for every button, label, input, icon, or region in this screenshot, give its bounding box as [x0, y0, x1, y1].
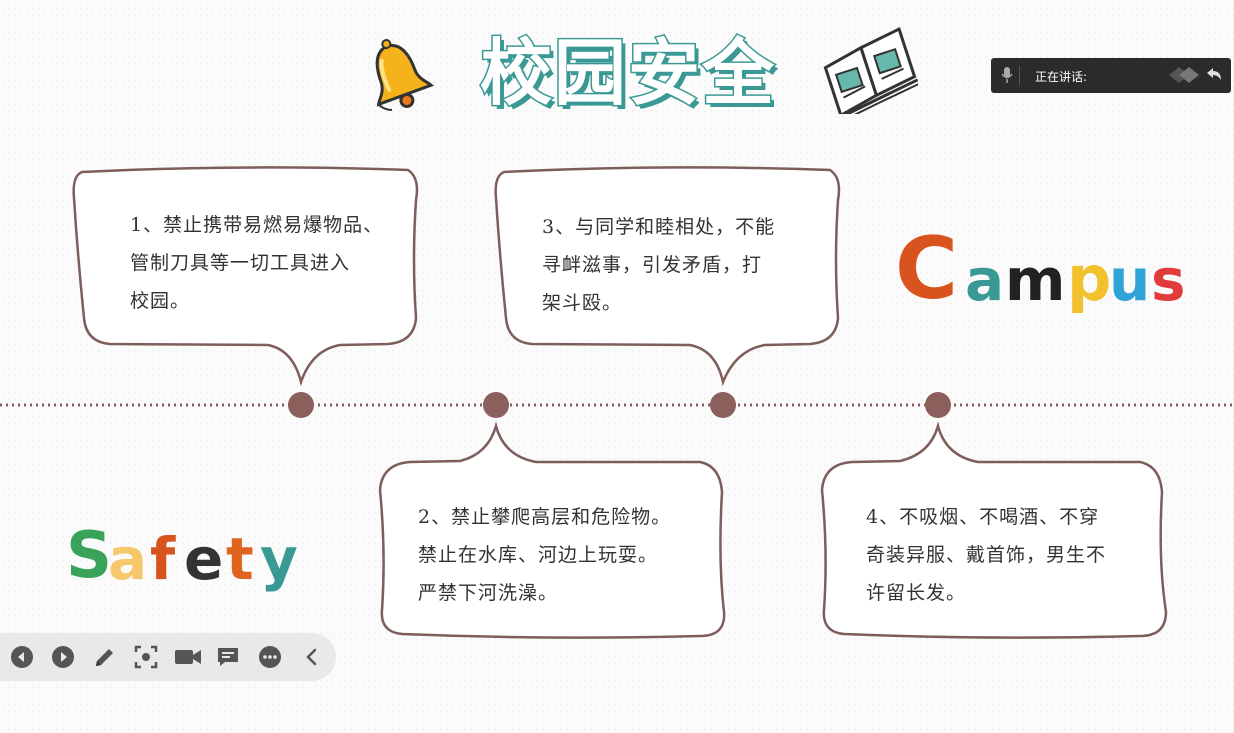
- svg-text:e: e: [184, 525, 223, 593]
- bubble-4-outline: [820, 421, 1168, 639]
- speaking-label: 正在讲话:: [1035, 70, 1088, 84]
- svg-text:u: u: [1109, 246, 1150, 314]
- bubble-4-text: 4、不吸烟、不喝酒、不穿 奇装异服、戴首饰，男生不 许留长发。: [866, 498, 1106, 612]
- mic-icon[interactable]: [1001, 67, 1013, 83]
- svg-text:S: S: [66, 519, 112, 593]
- safety-letter-y: y: [260, 525, 298, 593]
- safety-letter-a: a: [108, 525, 147, 593]
- safety-letter-t: t: [226, 525, 254, 593]
- bubble-3-outline: [494, 166, 841, 387]
- campus-letter-c: C: [895, 220, 958, 319]
- bubble-3-line: 架斗殴。: [542, 292, 623, 314]
- book-icon: [823, 26, 918, 114]
- speaking-indicator: 正在讲话:: [991, 58, 1231, 93]
- timeline-dot-3: [710, 392, 736, 418]
- svg-text:p: p: [1067, 242, 1111, 315]
- undo-icon[interactable]: [1205, 66, 1223, 84]
- timeline-dot-4: [925, 392, 951, 418]
- bubble-3-line: 寻衅滋事，引发矛盾，打: [542, 254, 763, 276]
- bubble-4-line: 奇装异服、戴首饰，男生不: [866, 544, 1107, 566]
- bubble-2-line: 禁止在水库、河边上玩耍。: [418, 544, 659, 566]
- bubble-2-line: 2、禁止攀爬高层和危险物。: [418, 506, 672, 528]
- campus-letter-p: p: [1067, 242, 1111, 315]
- pen-icon[interactable]: [93, 645, 117, 669]
- svg-text:m: m: [1005, 246, 1065, 314]
- bubble-1-line: 管制刀具等一切工具进入: [130, 252, 351, 274]
- bell-icon: [375, 39, 434, 111]
- campus-letter-a: a: [965, 246, 1004, 314]
- next-icon[interactable]: [51, 645, 75, 669]
- svg-text:f: f: [150, 525, 176, 593]
- bubble-1-outline: [72, 166, 419, 387]
- more-icon[interactable]: [258, 645, 282, 669]
- bubble-2-line: 严禁下河洗澡。: [418, 582, 559, 604]
- bubble-4-line: 许留长发。: [866, 582, 967, 604]
- prev-icon[interactable]: [10, 645, 34, 669]
- collapse-icon[interactable]: [300, 645, 324, 669]
- svg-text:C: C: [895, 220, 958, 319]
- campus-letter-s: s: [1151, 246, 1186, 314]
- svg-text:a: a: [108, 525, 147, 593]
- presentation-toolbar: [0, 633, 336, 681]
- speaking-divider: [1019, 66, 1020, 85]
- campus-letter-u: u: [1109, 246, 1150, 314]
- speaker-avatars-icon: [1169, 67, 1199, 83]
- comment-icon[interactable]: [216, 645, 240, 669]
- bubble-4-line: 4、不吸烟、不喝酒、不穿: [866, 506, 1100, 528]
- bubble-2-outline: [378, 421, 726, 639]
- svg-text:a: a: [965, 246, 1004, 314]
- svg-text:t: t: [226, 525, 254, 593]
- bubble-3-text: 3、与同学和睦相处，不能 寻衅滋事，引发矛盾，打 架斗殴。: [542, 208, 775, 322]
- campus-letter-m: m: [1005, 246, 1065, 314]
- screenshot-icon[interactable]: [134, 645, 158, 669]
- svg-text:y: y: [260, 525, 298, 593]
- safety-letter-s: S: [66, 519, 112, 593]
- timeline-dot-2: [483, 392, 509, 418]
- bubble-1-line: 校园。: [130, 290, 191, 312]
- campus-word: C a m p u s: [895, 220, 1186, 319]
- safety-letter-f: f: [150, 525, 176, 593]
- safety-letter-e: e: [184, 525, 223, 593]
- slide-title: 校园安全: [479, 29, 777, 117]
- camera-icon[interactable]: [174, 645, 202, 669]
- bubble-1-line: 1、禁止携带易燃易爆物品、: [130, 214, 384, 236]
- safety-word: S a f e t y: [66, 519, 298, 593]
- bubble-1-text: 1、禁止携带易燃易爆物品、 管制刀具等一切工具进入 校园。: [130, 206, 383, 320]
- svg-text:s: s: [1151, 246, 1186, 314]
- bubble-2-text: 2、禁止攀爬高层和危险物。 禁止在水库、河边上玩耍。 严禁下河洗澡。: [418, 498, 671, 612]
- bubble-3-line: 3、与同学和睦相处，不能: [542, 216, 776, 238]
- timeline-dot-1: [288, 392, 314, 418]
